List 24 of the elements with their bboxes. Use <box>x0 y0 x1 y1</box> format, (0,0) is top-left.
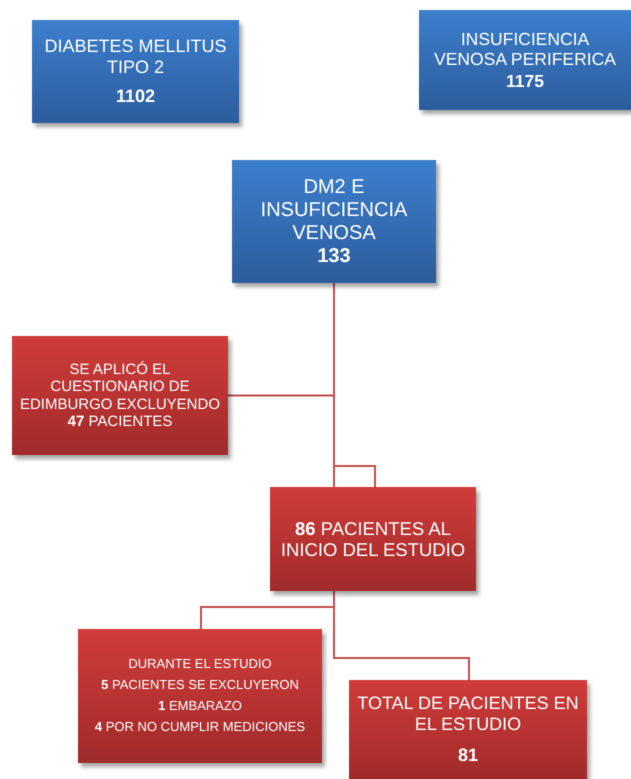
box-text: 5 PACIENTES SE EXCLUYERON <box>101 678 299 693</box>
box-text: 86 PACIENTES AL INICIO DEL ESTUDIO <box>280 518 466 560</box>
process-box <box>232 160 436 283</box>
process-box <box>32 20 239 123</box>
process-box <box>270 487 476 591</box>
process-box <box>78 629 322 763</box>
box-text: DURANTE EL ESTUDIO <box>128 657 272 672</box>
box-text: 4 POR NO CUMPLIR MEDICIONES <box>94 720 306 735</box>
count-value: 81 <box>458 744 478 766</box>
process-box <box>12 336 228 455</box>
process-box <box>349 680 587 779</box>
count-value: 1175 <box>506 71 544 92</box>
box-text: 1 EMBARAZO <box>158 699 242 714</box>
connector-line <box>333 591 470 680</box>
box-text: INSUFICIENCIA VENOSA PERIFERICA <box>433 28 617 70</box>
box-text: TOTAL DE PACIENTES EN EL ESTUDIO <box>356 693 580 735</box>
box-text: SE APLICÓ EL CUESTIONARIO DE EDIMBURGO EXCLUYENDO 47 PACIENTES <box>18 361 222 430</box>
connector-line <box>228 394 376 487</box>
box-text: DIABETES MELLITUS TIPO 2 <box>43 36 228 78</box>
process-box <box>419 10 631 110</box>
count-value: 1102 <box>116 86 156 107</box>
count-value: 133 <box>317 244 351 268</box>
connector-line <box>333 283 335 487</box>
box-text: DM2 E INSUFICIENCIA VENOSA <box>260 176 408 244</box>
